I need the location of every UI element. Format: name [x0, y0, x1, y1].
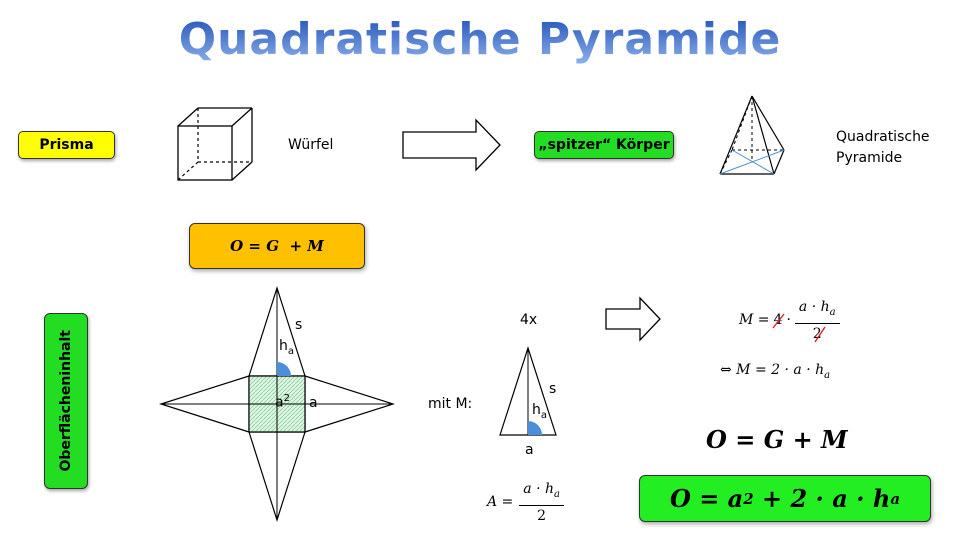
m-dot: ·: [786, 312, 791, 329]
pyramide-label-line1: Quadratische: [836, 129, 930, 145]
net-ha-sub: a: [287, 345, 295, 357]
side-triangle: [499, 346, 557, 436]
page-title: Quadratische Pyramide: [0, 14, 960, 65]
triangle-count: 4x: [520, 312, 538, 328]
prisma-tag: Prisma: [18, 131, 115, 159]
oberflaecheninhalt-label: Oberflächeninhalt: [58, 330, 74, 472]
arrow-right-icon: [402, 118, 501, 172]
spitzer-koerper-tag: „spitzer“ Körper: [534, 131, 674, 159]
net-ha-label: ha: [279, 338, 294, 357]
m-num-sub: a: [829, 306, 836, 318]
strike-icon: [771, 313, 785, 329]
net-ha-h: h: [279, 338, 288, 354]
area-lhs: A =: [487, 494, 514, 511]
m-num-text: a · h: [798, 299, 830, 315]
final-pre: O = a: [669, 484, 744, 513]
m-numerator: a · ha: [794, 298, 840, 324]
oberflaecheninhalt-tag: Oberflächeninhalt: [44, 313, 88, 489]
final-post: + 2 · a · h: [753, 484, 891, 513]
m-formula-line2: ⇔ M = 2 · a · ha: [720, 362, 830, 381]
net-s-label: s: [295, 317, 303, 333]
final-sub: a: [890, 489, 901, 508]
m-line2-text: ⇔ M = 2 · a · h: [720, 362, 825, 378]
net-a2-base: a: [275, 394, 284, 411]
pyramid-net: [159, 286, 395, 522]
area-denominator: 2: [537, 507, 547, 524]
m-lhs: M =: [739, 312, 770, 329]
net-a2-exp: 2: [283, 393, 290, 404]
triangle-ha-h: h: [532, 402, 541, 418]
area-num-sub: a: [554, 488, 560, 500]
triangle-s-label: s: [549, 381, 557, 397]
mit-m-label: mit M:: [428, 396, 473, 412]
net-a-label: a: [309, 395, 318, 411]
triangle-ha-sub: a: [540, 409, 548, 421]
m-denominator: 2: [812, 324, 826, 343]
formula-o-g-m-box: O = G + M: [189, 223, 365, 269]
wuerfel-label: Würfel: [288, 137, 334, 153]
strike-icon-2: [814, 326, 826, 343]
area-num-text: a · h: [523, 481, 555, 497]
area-fraction: a · ha 2: [519, 480, 564, 525]
triangle-ha-label: ha: [532, 402, 547, 421]
arrow-right-icon-2: [605, 296, 661, 342]
final-exp: 2: [743, 489, 754, 508]
area-numerator: a · ha: [519, 480, 564, 506]
m-formula: M = 4 · a · ha 2: [739, 298, 840, 343]
pyramid-icon: [719, 95, 785, 175]
o-formula: O = G + M: [706, 425, 848, 454]
pyramide-label-line2: Pyramide: [836, 150, 903, 166]
triangle-a-label: a: [525, 442, 534, 458]
m-fraction: a · ha 2: [794, 298, 840, 343]
m-den-text: 2: [812, 325, 822, 342]
pyramide-label: Quadratische Pyramide: [836, 127, 930, 169]
cube-icon: [177, 107, 253, 181]
m-line2-sub: a: [824, 369, 831, 381]
net-a2-label: a2: [275, 393, 290, 411]
m-four: 4: [771, 312, 785, 329]
triangle-area-formula: A = a · ha 2: [487, 480, 564, 525]
